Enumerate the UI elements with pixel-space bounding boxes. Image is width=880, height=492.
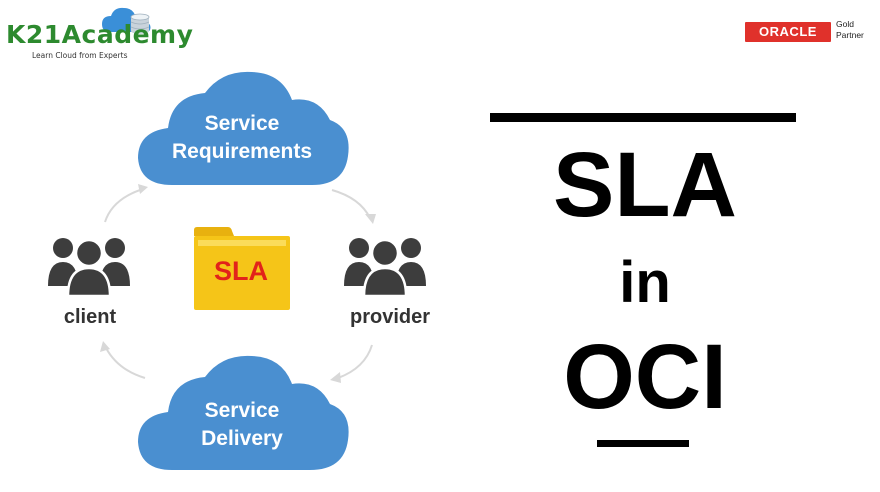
title-bottom-rule [597, 440, 689, 447]
logo-wordmark: K21Academy [6, 20, 194, 49]
provider-people-icon [344, 238, 426, 298]
oracle-logo: ORACLE [745, 22, 831, 42]
provider-label: provider [349, 306, 431, 328]
client-label: client [63, 306, 117, 328]
title-in: in [619, 250, 671, 315]
arrow-heads [100, 184, 376, 383]
partner-level: Gold [836, 19, 854, 29]
arrow-requirements-to-provider [331, 189, 371, 219]
client-people-icon [48, 238, 130, 298]
cloud-database-icon [102, 7, 151, 34]
service-delivery-cloud [138, 355, 349, 470]
service-delivery-line1: Service [204, 399, 280, 422]
service-requirements-cloud [138, 71, 349, 186]
k21academy-logo [6, 4, 156, 62]
arrow-delivery-to-client [105, 347, 146, 379]
sla-diagram [48, 71, 426, 470]
sla-folder-icon [194, 227, 290, 310]
service-requirements-line1: Service [204, 112, 280, 135]
service-requirements-line2: Requirements [171, 140, 313, 163]
cycle-arrows [104, 189, 373, 379]
title-sla: SLA [553, 134, 737, 236]
logo-tagline: Learn Cloud from Experts [32, 51, 128, 60]
arrow-client-to-requirements [104, 189, 141, 223]
service-delivery-line2: Delivery [201, 427, 283, 450]
sla-folder-label: SLA [214, 256, 268, 286]
title-oci: OCI [563, 326, 727, 428]
title-top-rule [490, 113, 796, 122]
partner-type: Partner [836, 30, 864, 40]
arrow-provider-to-delivery [337, 344, 373, 379]
